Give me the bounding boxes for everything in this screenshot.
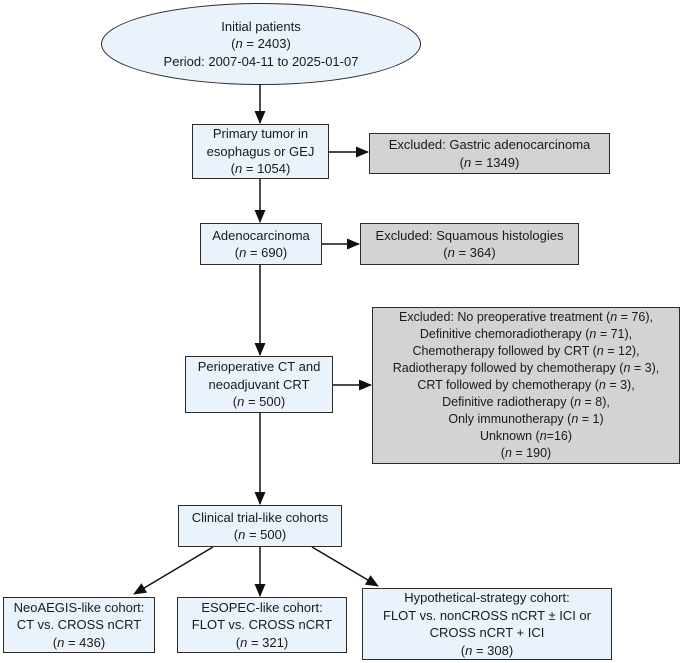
text-line: (n = 364) xyxy=(443,245,496,260)
text-line: CT vs. CROSS nCRT xyxy=(16,617,142,633)
node-initial-patients: Initial patients (n = 2403)Period: 2007-0… xyxy=(101,3,421,85)
text-line: Excluded: No preoperative treatment (n =… xyxy=(399,310,653,324)
text-line: Excluded: Squamous histologies xyxy=(375,227,564,243)
text-line: (n = 1349) xyxy=(459,154,520,170)
text-line: (n = 500) xyxy=(232,394,286,410)
text-line: CRT followed by chemotherapy (n = 3), xyxy=(417,378,635,392)
text-line: Primary tumor in xyxy=(212,126,309,142)
text-line: CROSS nCRT + ICI xyxy=(429,625,545,640)
text-line: Hypothetical-strategy cohort: xyxy=(404,590,570,605)
text-line: Initial patients xyxy=(221,18,301,34)
node-excluded-treatment: Excluded: No preoperative treatment (n =… xyxy=(372,307,680,464)
text-line: Definitive radiotherapy (n = 8), xyxy=(442,395,610,409)
text-line: Clinical trial-like cohorts xyxy=(191,509,329,525)
text-line: FLOT vs. CROSS nCRT xyxy=(191,617,333,633)
text-line: esophagus or GEJ xyxy=(206,143,315,159)
arrow-trial-to-hypothetical xyxy=(311,546,379,587)
node-neoaegis-cohort: NeoAEGIS-like cohort: CT vs. CROSS nCRT(n… xyxy=(3,597,155,653)
text-line: (n = 2403) xyxy=(231,36,291,52)
node-esopec-cohort: ESOPEC-like cohort: FLOT vs. CROSS nCRT(n… xyxy=(177,597,347,653)
text-line: NeoAEGIS-like cohort: xyxy=(13,599,145,615)
text-line: Radiotherapy followed by chemotherapy (n… xyxy=(392,361,660,375)
text-line: (n = 190) xyxy=(500,446,552,460)
node-hypothetical-cohort: Hypothetical-strategy cohort: FLOT vs. no… xyxy=(362,588,612,660)
text-line: ESOPEC-like cohort: xyxy=(201,599,323,615)
text-line: Excluded: Gastric adenocarcinoma xyxy=(388,137,591,152)
text-line: (n = 308) xyxy=(460,642,514,658)
node-adenocarcinoma: Adenocarcinoma (n = 690) xyxy=(200,223,322,265)
text-line: Period: 2007-04-11 to 2025-01-07 xyxy=(163,53,359,69)
arrow-trial-to-neoaegis xyxy=(133,546,214,595)
text-line: FLOT vs. nonCROSS nCRT ± ICI or xyxy=(383,607,591,623)
node-excluded-squamous: Excluded: Squamous histologies (n = 364) xyxy=(360,223,579,265)
text-line: (n = 500) xyxy=(233,527,287,542)
text-line: Adenocarcinoma xyxy=(212,227,310,243)
node-trial-cohorts: Clinical trial-like cohorts (n = 500) xyxy=(178,505,342,547)
text-line: Chemotherapy followed by CRT (n = 12), xyxy=(412,344,640,358)
text-line: (n = 1054) xyxy=(230,161,291,177)
text-line: (n = 321) xyxy=(235,634,289,650)
text-line: Perioperative CT and xyxy=(197,359,321,375)
node-excluded-gastric: Excluded: Gastric adenocarcinoma (n = 134… xyxy=(369,133,610,174)
text-line: (n = 436) xyxy=(52,634,106,650)
text-line: neoadjuvant CRT xyxy=(208,376,310,392)
text-line: Unknown (n=16) xyxy=(479,429,573,443)
text-line: Definitive chemoradiotherapy (n = 71), xyxy=(419,327,633,341)
text-line: Only immunotherapy (n = 1) xyxy=(448,412,604,426)
text-line: (n = 690) xyxy=(234,245,288,260)
